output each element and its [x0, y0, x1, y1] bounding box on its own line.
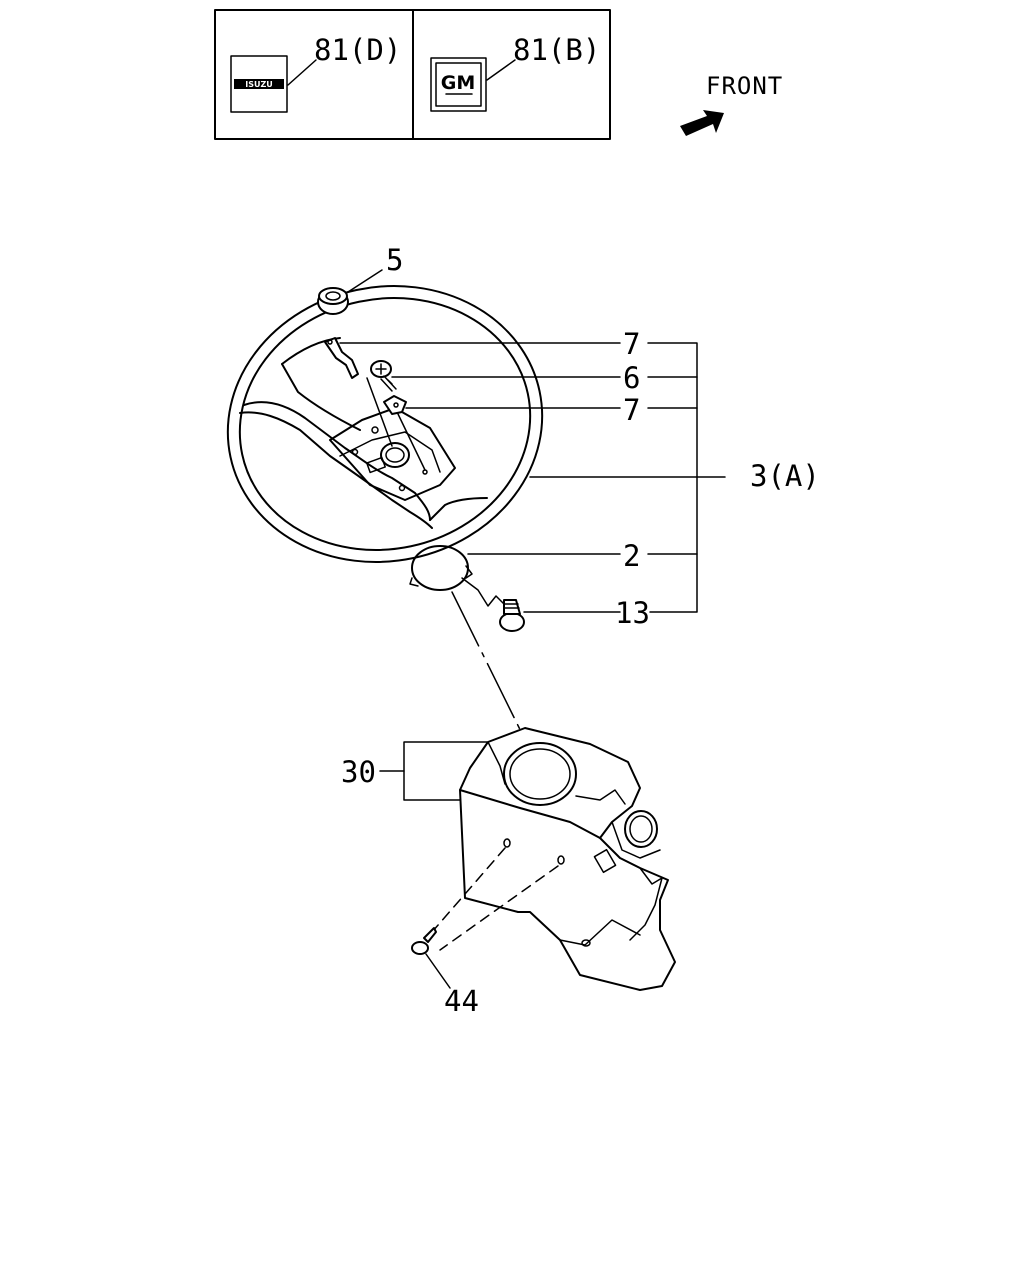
callout-6: 6	[623, 361, 640, 395]
group-bracket	[647, 342, 698, 613]
callout-44: 44	[444, 984, 479, 1018]
front-indicator: FRONT	[680, 72, 783, 136]
isuzu-logo-text: ISUZU	[245, 80, 273, 89]
callout-81b: 81(B)	[513, 33, 600, 67]
leader-81b	[486, 59, 516, 81]
callout-3a: 3(A)	[750, 459, 820, 493]
callout-7-top: 7	[623, 327, 640, 361]
callout-13: 13	[615, 596, 650, 630]
callout-30: 30	[341, 755, 376, 789]
part-13-nut	[499, 599, 525, 632]
leader-44	[425, 953, 451, 989]
part-5-cap	[317, 287, 349, 315]
isuzu-emblem-icon: ISUZU	[230, 55, 288, 113]
part-44-screw	[411, 927, 437, 955]
screw-44-axis-left	[431, 847, 506, 933]
part-30-column-cover	[459, 727, 676, 991]
callout-2: 2	[623, 539, 640, 573]
callout-5: 5	[386, 243, 403, 277]
wheel-rim-inner	[238, 297, 532, 551]
gm-emblem-icon: GM	[430, 57, 487, 112]
column-cover-opening	[503, 742, 577, 806]
part-6-screw	[370, 360, 397, 392]
arrow-icon	[680, 110, 724, 136]
part-7-clip-bottom	[383, 395, 407, 415]
part-2-ring	[409, 545, 473, 591]
callout-7-bottom: 7	[623, 393, 640, 427]
front-label: FRONT	[706, 72, 783, 100]
wheel-hub-center	[380, 442, 410, 468]
screw-44-axis-right	[439, 865, 559, 951]
leader-81d	[287, 59, 317, 86]
callout-81d: 81(D)	[314, 33, 401, 67]
column-cover-switch-hole	[624, 810, 658, 848]
emblem-box: ISUZU 81(D) GM 81(B)	[214, 9, 611, 140]
leader-5	[347, 269, 383, 293]
wheel-hub-plate	[329, 407, 456, 501]
gm-logo-text: GM	[441, 72, 476, 94]
wheel-spoke-left	[243, 401, 431, 521]
wheel-rim-outer	[226, 285, 544, 563]
steering-wheel	[226, 285, 544, 563]
part-7-bracket-top	[324, 337, 359, 379]
column-cover-body	[459, 727, 676, 991]
